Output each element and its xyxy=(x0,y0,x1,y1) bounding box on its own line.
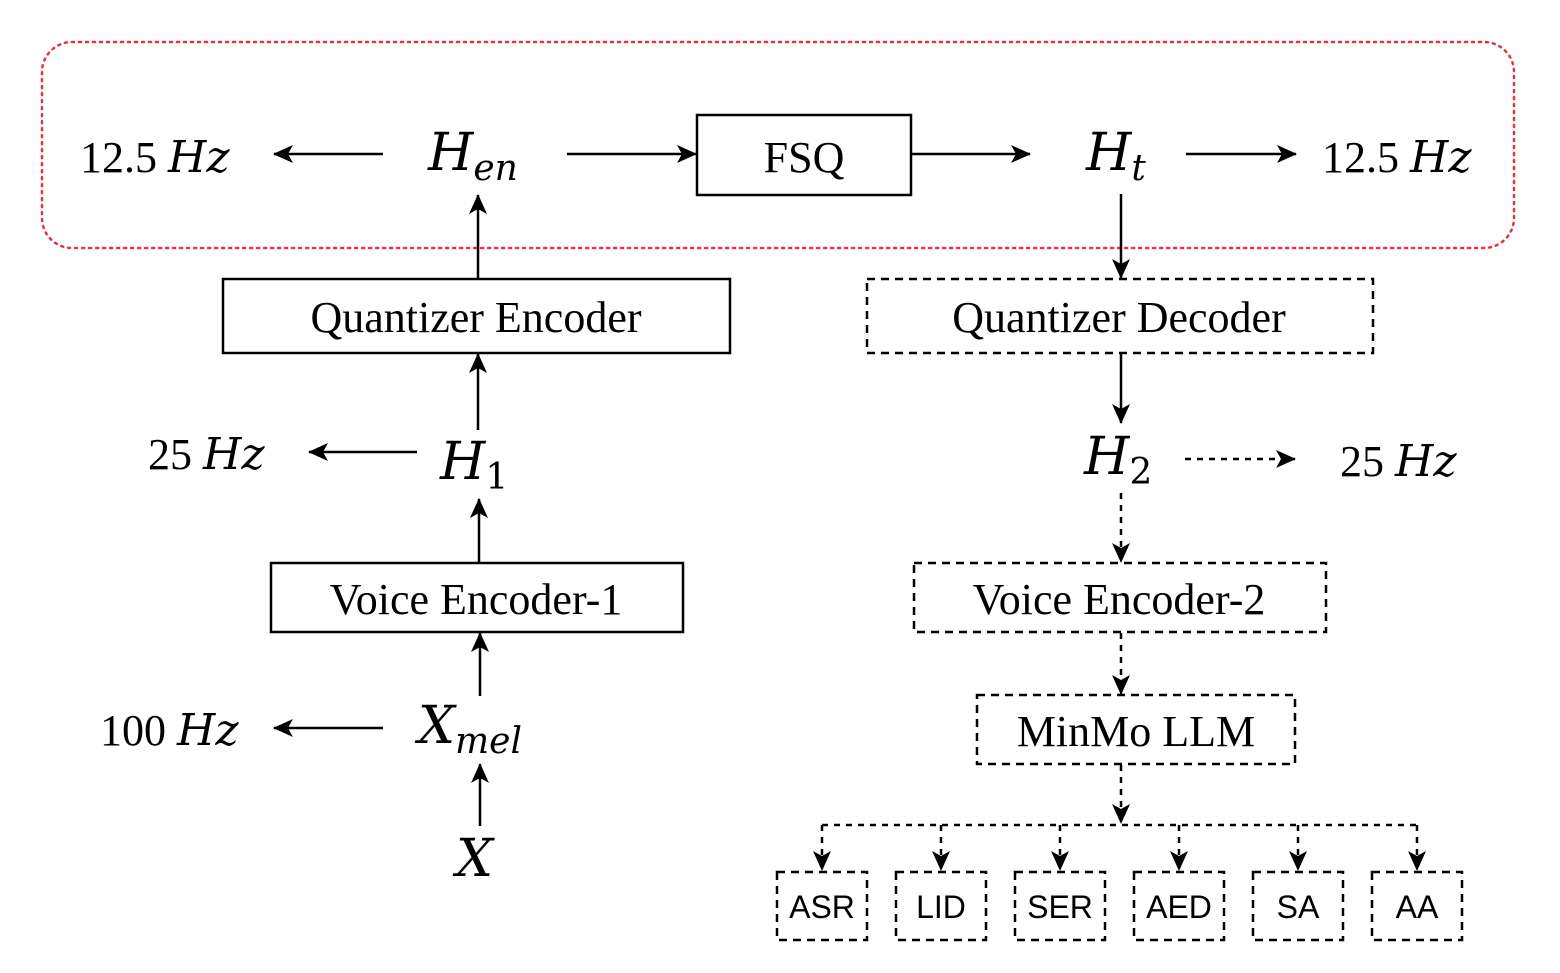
task-box-asr xyxy=(775,870,869,942)
minmo-llm-box xyxy=(975,693,1297,766)
voice-encoder-1-box xyxy=(269,561,685,634)
bottom-left-rate-label: 100 Hz xyxy=(100,705,239,756)
quantizer-decoder-box xyxy=(865,277,1375,355)
task-box-sa xyxy=(1251,870,1345,942)
task-label-lid: LID xyxy=(916,889,966,925)
quantizer-decoder-label: Quantizer Decoder xyxy=(952,293,1286,342)
quantizer-encoder-box xyxy=(221,277,732,355)
task-box-aed xyxy=(1132,870,1226,942)
minmo-llm-label: MinMo LLM xyxy=(1017,707,1255,756)
mid-left-rate-label: 25 Hz xyxy=(148,429,265,480)
task-box-ser xyxy=(1013,870,1107,942)
task-box-lid xyxy=(894,870,988,942)
task-label-ser: SER xyxy=(1027,889,1093,925)
task-label-aed: AED xyxy=(1146,889,1212,925)
voice-encoder-2-label: Voice Encoder-2 xyxy=(973,575,1266,624)
h-en-symbol: Hen xyxy=(427,123,518,189)
voice-encoder-1-label: Voice Encoder-1 xyxy=(330,575,623,624)
h-1-symbol: H1 xyxy=(439,432,508,498)
h-t-symbol: Ht xyxy=(1085,123,1146,189)
quantizer-region xyxy=(40,40,1516,250)
task-box-aa xyxy=(1370,870,1464,942)
x-mel-symbol: Xmel xyxy=(414,696,522,762)
x-symbol: X xyxy=(452,829,495,889)
fsq-label: FSQ xyxy=(764,133,845,182)
top-left-rate-label: 12.5 Hz xyxy=(80,132,230,183)
fsq-box xyxy=(695,113,913,197)
task-label-aa: AA xyxy=(1396,889,1439,925)
top-right-rate-label: 12.5 Hz xyxy=(1322,132,1472,183)
task-label-sa: SA xyxy=(1277,889,1320,925)
mid-right-rate-label: 25 Hz xyxy=(1340,436,1457,487)
quantizer-encoder-label: Quantizer Encoder xyxy=(310,293,641,342)
task-label-asr: ASR xyxy=(789,889,855,925)
task-group: ASR LID SER AED SA AA xyxy=(775,825,1464,942)
h-2-symbol: H2 xyxy=(1083,427,1152,493)
voice-encoder-2-box xyxy=(912,561,1328,634)
